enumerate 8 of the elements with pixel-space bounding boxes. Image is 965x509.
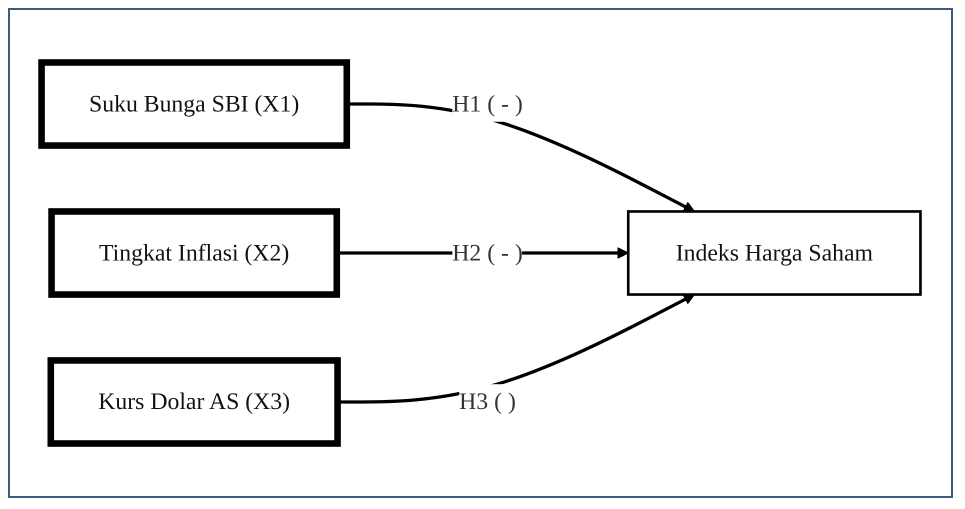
node-box	[626, 210, 922, 296]
edge-label: H3 ( )	[458, 388, 516, 415]
edge-label: H2 ( - )	[452, 239, 522, 266]
node-box	[38, 59, 350, 149]
diagram-frame: H1 ( - ) H2 ( - ) H3 ( ) Suku Bunga SBI (X1) Tingkat Inflasi (X2) Kurs Dolar AS (X3) Indeks Harga Saham	[8, 8, 953, 498]
node-box	[46, 357, 340, 447]
edge-label: H1 ( - )	[452, 90, 522, 117]
node-box	[48, 208, 340, 298]
